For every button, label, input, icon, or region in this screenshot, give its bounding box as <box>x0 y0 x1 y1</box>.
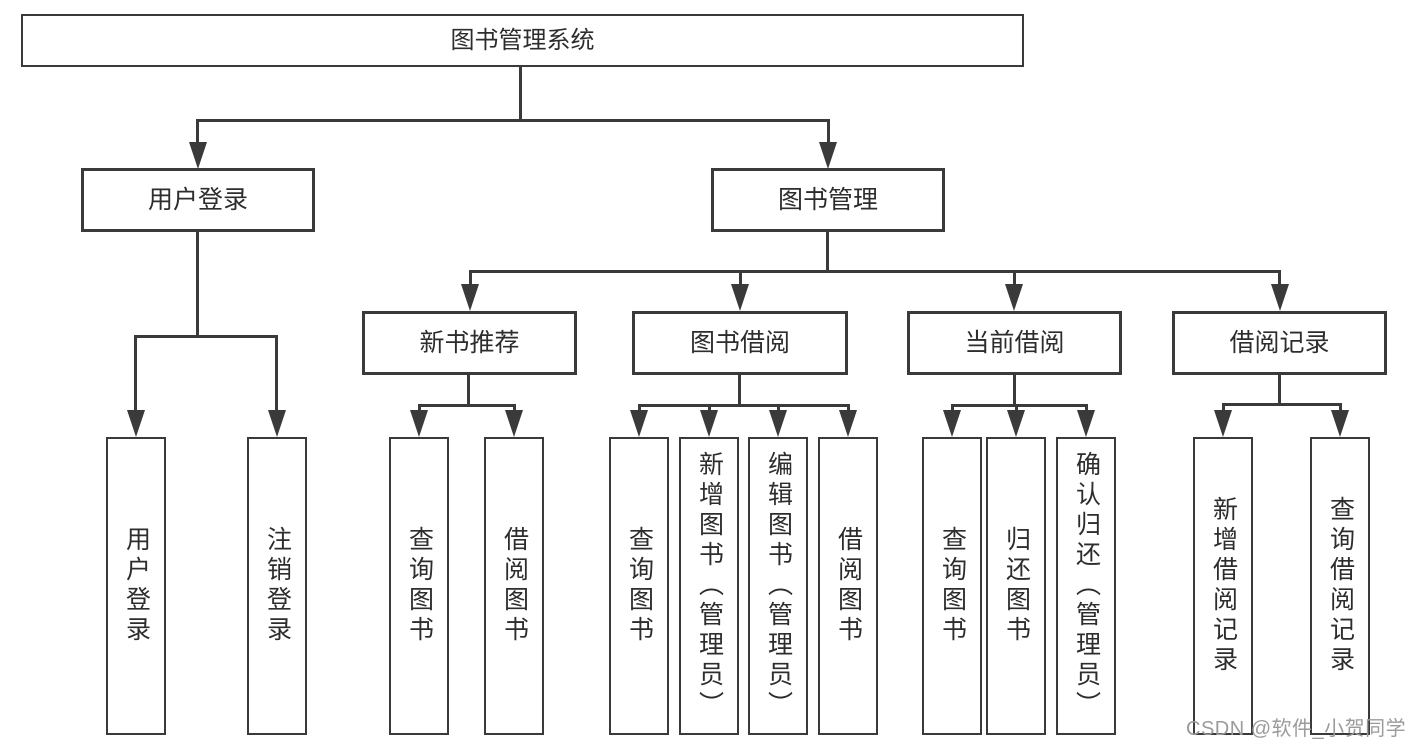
leaf-logout: 注销登录 <box>247 437 307 735</box>
leaf-query-borrow-record-label: 查询借阅记录 <box>1326 496 1355 676</box>
arrow-down-icon <box>189 142 207 169</box>
leaf-add-book-admin-label: 新增图书（管理员） <box>695 451 724 721</box>
watermark: CSDN @软件_小贺同学 <box>1186 718 1405 740</box>
connector-line <box>467 375 470 406</box>
leaf-query-books-recommend-label: 查询图书 <box>405 526 434 646</box>
arrow-down-icon <box>127 410 145 437</box>
connector-line <box>134 335 137 412</box>
node-borrowing-records-label: 借阅记录 <box>1229 328 1330 357</box>
arrow-down-icon <box>1331 410 1349 437</box>
node-library-system: 图书管理系统 <box>21 14 1024 67</box>
connector-line <box>708 404 711 412</box>
connector-line <box>638 404 641 412</box>
connector-line <box>638 404 850 407</box>
leaf-query-books-current-label: 查询图书 <box>938 526 967 646</box>
arrow-down-icon <box>769 410 787 437</box>
connector-line <box>196 119 199 145</box>
leaf-borrow-books-borrowing: 借阅图书 <box>818 437 878 735</box>
connector-line <box>827 119 830 145</box>
node-book-management: 图书管理 <box>711 168 945 232</box>
leaf-query-books-recommend: 查询图书 <box>389 437 449 735</box>
connector-line <box>1015 404 1018 412</box>
connector-line <box>469 270 472 286</box>
leaf-borrow-books-recommend: 借阅图书 <box>484 437 544 735</box>
leaf-confirm-return-admin-label: 确认归还（管理员） <box>1072 451 1101 721</box>
connector-line <box>1339 403 1342 412</box>
leaf-query-books-borrowing: 查询图书 <box>609 437 669 735</box>
arrow-down-icon <box>943 410 961 437</box>
leaf-add-borrow-record: 新增借阅记录 <box>1193 437 1253 735</box>
leaf-user-login: 用户登录 <box>106 437 166 735</box>
connector-line <box>196 232 199 335</box>
arrow-down-icon <box>1214 410 1232 437</box>
leaf-logout-label: 注销登录 <box>263 526 292 646</box>
connector-line <box>519 66 522 122</box>
connector-line <box>134 335 278 338</box>
node-borrowing-records: 借阅记录 <box>1172 311 1387 375</box>
arrow-down-icon <box>819 142 837 169</box>
connector-line <box>1013 375 1016 406</box>
node-book-borrowing: 图书借阅 <box>632 311 848 375</box>
arrow-down-icon <box>505 410 523 437</box>
arrow-down-icon <box>731 284 749 311</box>
connector-line <box>951 404 954 412</box>
connector-line <box>738 375 741 406</box>
connector-line <box>418 404 516 407</box>
leaf-borrow-books-borrowing-label: 借阅图书 <box>834 526 863 646</box>
leaf-query-books-borrowing-label: 查询图书 <box>625 526 654 646</box>
node-current-borrowing: 当前借阅 <box>907 311 1122 375</box>
connector-line <box>826 232 829 272</box>
connector-line <box>1085 404 1088 412</box>
leaf-edit-book-admin: 编辑图书（管理员） <box>748 437 808 735</box>
arrow-down-icon <box>1005 284 1023 311</box>
leaf-add-borrow-record-label: 新增借阅记录 <box>1209 496 1238 676</box>
connector-line <box>1278 270 1281 286</box>
connector-line <box>1222 403 1342 406</box>
connector-line <box>951 404 1088 407</box>
arrow-down-icon <box>700 410 718 437</box>
arrow-down-icon <box>839 410 857 437</box>
connector-line <box>1013 270 1016 286</box>
connector-line <box>418 404 421 412</box>
leaf-add-book-admin: 新增图书（管理员） <box>679 437 739 735</box>
arrow-down-icon <box>268 410 286 437</box>
connector-line <box>847 404 850 412</box>
leaf-query-books-current: 查询图书 <box>922 437 982 735</box>
leaf-confirm-return-admin: 确认归还（管理员） <box>1056 437 1116 735</box>
arrow-down-icon <box>461 284 479 311</box>
connector-line <box>275 335 278 412</box>
connector-line <box>196 119 830 122</box>
node-library-system-label: 图书管理系统 <box>450 26 595 54</box>
connector-line <box>739 270 742 286</box>
leaf-user-login-label: 用户登录 <box>122 526 151 646</box>
node-user-login: 用户登录 <box>81 168 315 232</box>
leaf-edit-book-admin-label: 编辑图书（管理员） <box>764 451 793 721</box>
node-new-book-recommend: 新书推荐 <box>362 311 577 375</box>
arrow-down-icon <box>410 410 428 437</box>
arrow-down-icon <box>1077 410 1095 437</box>
leaf-return-book: 归还图书 <box>986 437 1046 735</box>
connector-line <box>777 404 780 412</box>
leaf-query-borrow-record: 查询借阅记录 <box>1310 437 1370 735</box>
arrow-down-icon <box>1271 284 1289 311</box>
node-new-book-recommend-label: 新书推荐 <box>419 328 520 357</box>
leaf-borrow-books-recommend-label: 借阅图书 <box>500 526 529 646</box>
leaf-return-book-label: 归还图书 <box>1002 526 1031 646</box>
node-current-borrowing-label: 当前借阅 <box>964 328 1065 357</box>
connector-line <box>1222 403 1225 412</box>
connector-line <box>513 404 516 412</box>
connector-line <box>1278 375 1281 405</box>
node-book-borrowing-label: 图书借阅 <box>689 328 790 357</box>
arrow-down-icon <box>630 410 648 437</box>
node-book-management-label: 图书管理 <box>777 185 878 214</box>
node-user-login-label: 用户登录 <box>147 185 248 214</box>
connector-line <box>469 270 1281 273</box>
arrow-down-icon <box>1007 410 1025 437</box>
